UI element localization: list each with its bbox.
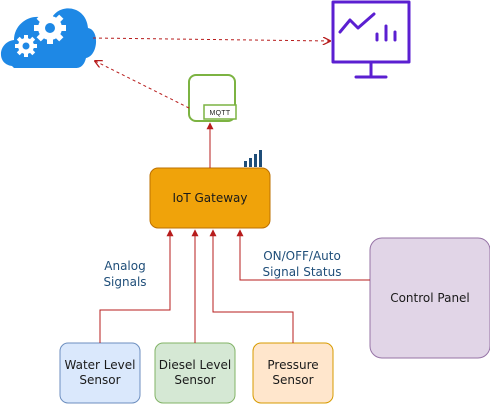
control-panel-label: Control Panel [390, 290, 470, 305]
dashboard-monitor-icon [331, 0, 411, 79]
diesel-level-sensor-label: Diesel Level Sensor [158, 358, 232, 387]
iot-gateway-label: IoT Gateway [172, 190, 248, 205]
pressure-sensor-label: Pressure Sensor [267, 358, 319, 387]
pressure-sensor-to-gateway-edge [209, 229, 294, 343]
control-panel-box [369, 237, 490, 359]
mqtt-label: MQTT [209, 110, 230, 117]
water-sensor-to-gateway-edge [99, 229, 174, 343]
control-panel-to-gateway-edge [236, 229, 370, 281]
mqtt-to-cloud-edge [95, 61, 190, 109]
cloud-gears-icon [0, 8, 97, 68]
signal-status-label: ON/OFF/Auto Signal Status [262, 249, 342, 279]
cloud-to-dashboard-edge [92, 38, 330, 41]
analog-signals-label: Analog Signals [103, 259, 147, 289]
large-gear-icon [34, 12, 66, 44]
signal-bars-icon [244, 150, 262, 167]
small-gear-icon [15, 35, 37, 57]
mqtt-broker-icon: MQTT [188, 74, 237, 122]
water-level-sensor-label: Water Level Sensor [64, 358, 136, 387]
